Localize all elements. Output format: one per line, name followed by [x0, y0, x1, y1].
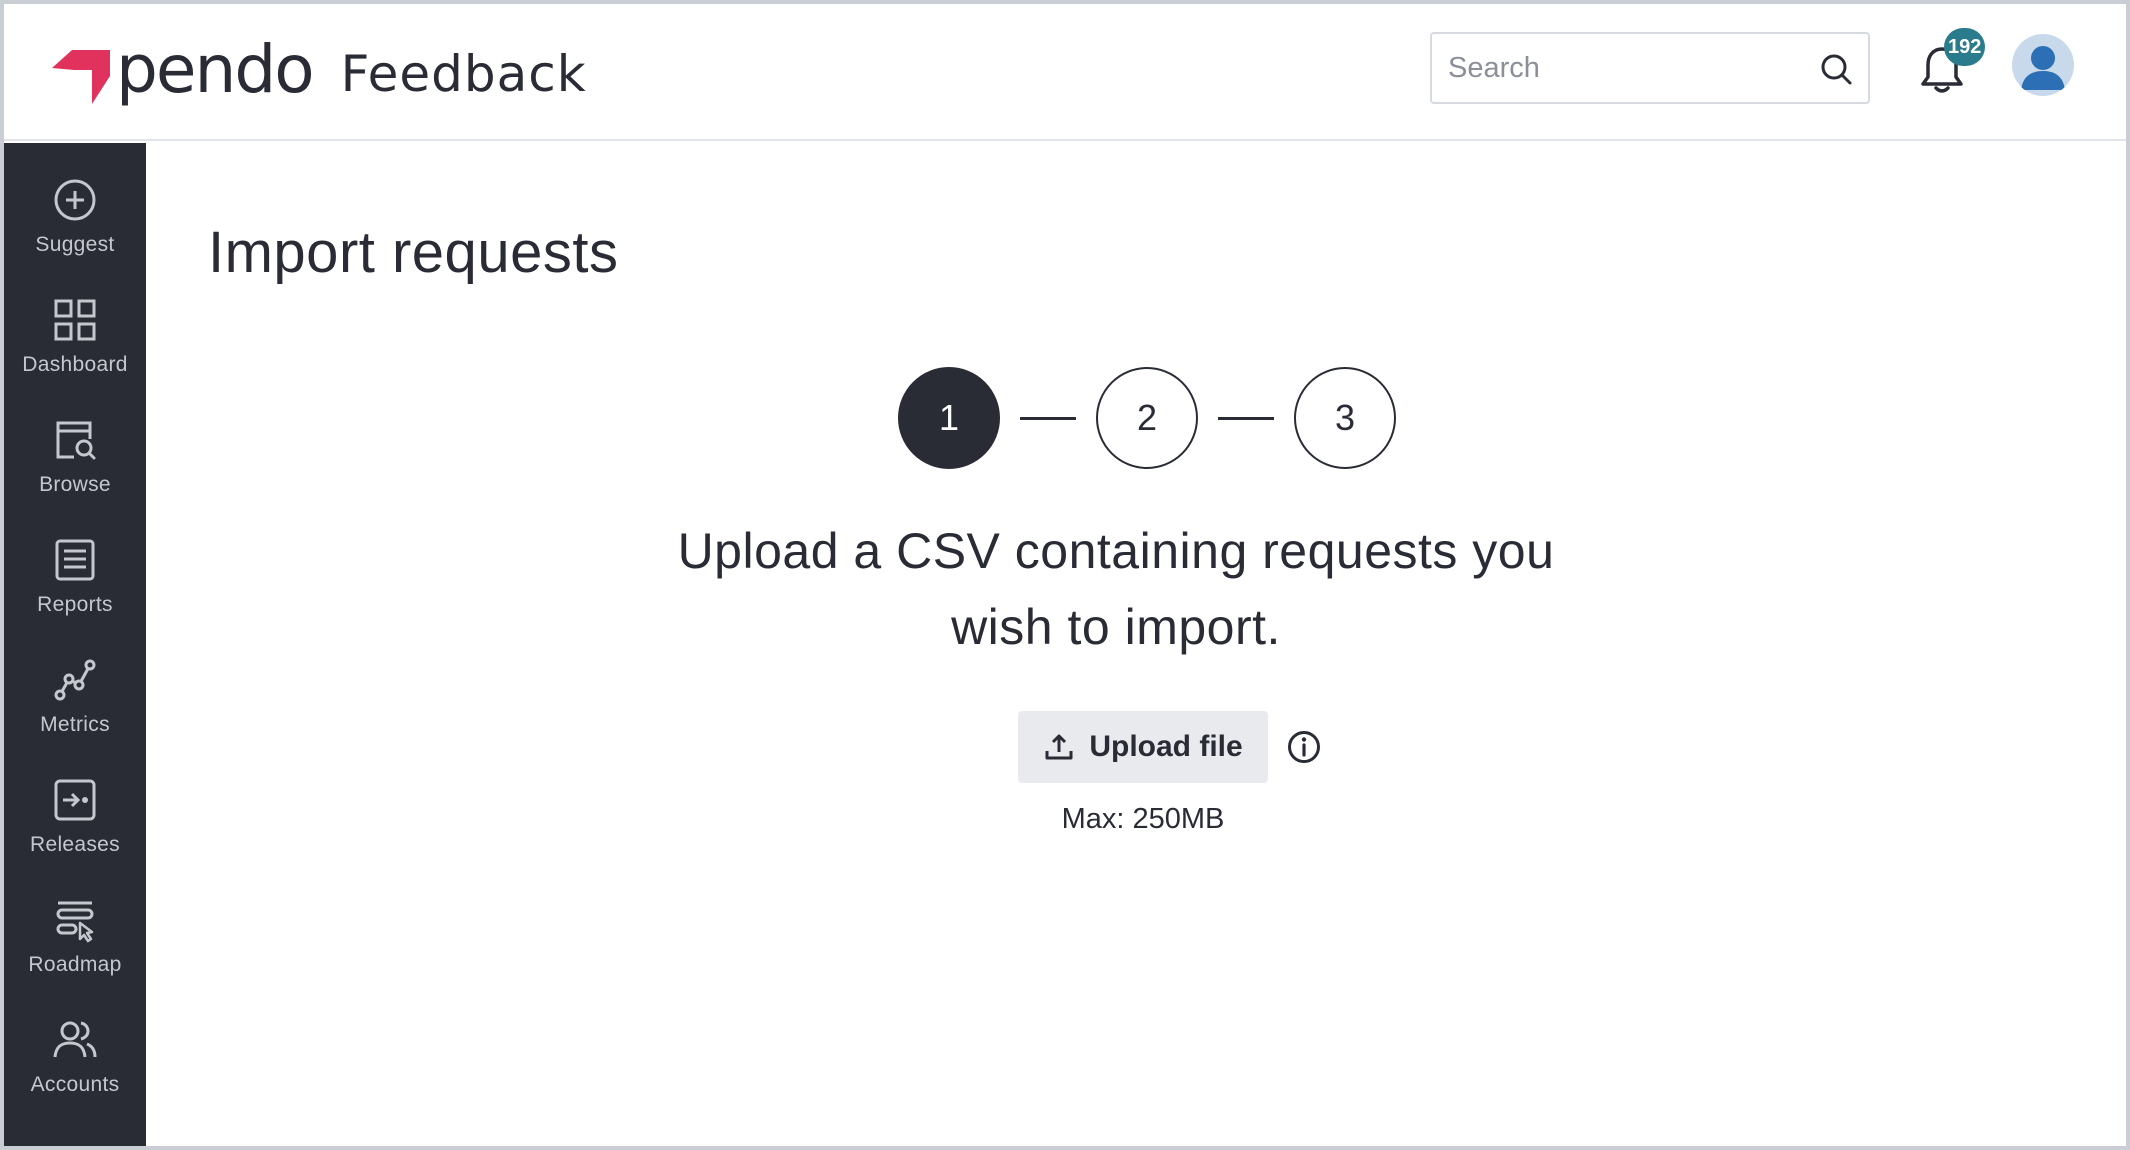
brand-name: pendo [116, 31, 315, 108]
metrics-icon [54, 659, 96, 701]
info-icon[interactable] [1286, 729, 1322, 765]
sidebar-item-releases[interactable]: Releases [4, 777, 146, 887]
reports-icon [55, 539, 95, 581]
grid-icon [54, 299, 96, 341]
pendo-logo-mark-icon [52, 50, 110, 104]
sidebar-item-accounts[interactable]: Accounts [4, 1017, 146, 1127]
user-avatar-icon [2021, 46, 2065, 90]
sidebar-item-label: Suggest [35, 233, 115, 256]
sidebar-item-label: Releases [30, 833, 120, 856]
roadmap-icon [56, 901, 94, 943]
sidebar-item-label: Accounts [30, 1073, 120, 1096]
sidebar-item-reports[interactable]: Reports [4, 537, 146, 647]
page-title: Import requests [208, 220, 619, 285]
step-3: 3 [1294, 367, 1396, 469]
browse-icon [56, 421, 96, 460]
search-box [1430, 32, 1870, 104]
sidebar-nav: Suggest Dashboard Browse [4, 143, 146, 1146]
step-1: 1 [898, 367, 1000, 469]
top-header: pendo Feedback 192 [4, 4, 2126, 141]
pendo-logo[interactable]: pendo Feedback [52, 34, 587, 114]
upload-instructions: Upload a CSV containing requests you wis… [677, 523, 1555, 655]
sidebar-item-browse[interactable]: Browse [4, 417, 146, 527]
main-content: Import requests 1 2 3 Upload a CSV conta… [146, 143, 2126, 1146]
search-input[interactable] [1432, 34, 1802, 102]
sidebar-item-label: Metrics [40, 713, 110, 736]
product-name: Feedback [340, 45, 587, 103]
sidebar-item-dashboard[interactable]: Dashboard [4, 297, 146, 407]
sidebar-item-label: Reports [37, 593, 113, 616]
sidebar-item-label: Browse [39, 473, 111, 496]
max-file-size: Max: 250MB [1061, 803, 1225, 835]
search-icon[interactable] [1818, 51, 1854, 87]
upload-file-button[interactable]: Upload file [1018, 711, 1268, 783]
step-connector [1020, 416, 1076, 420]
releases-icon [54, 779, 96, 821]
sidebar-item-label: Dashboard [22, 353, 128, 376]
step-connector [1218, 416, 1274, 420]
import-stepper: 1 2 3 [898, 367, 1396, 469]
sidebar-item-suggest[interactable]: Suggest [4, 177, 146, 287]
upload-file-label: Upload file [1089, 730, 1243, 763]
sidebar-item-metrics[interactable]: Metrics [4, 657, 146, 767]
user-avatar[interactable] [2012, 34, 2074, 96]
sidebar-item-label: Roadmap [28, 953, 122, 976]
accounts-icon [53, 1021, 97, 1058]
sidebar-item-roadmap[interactable]: Roadmap [4, 897, 146, 1007]
plus-circle-icon [54, 179, 96, 221]
upload-icon [1045, 734, 1073, 760]
notification-badge: 192 [1944, 28, 1986, 66]
step-2: 2 [1096, 367, 1198, 469]
